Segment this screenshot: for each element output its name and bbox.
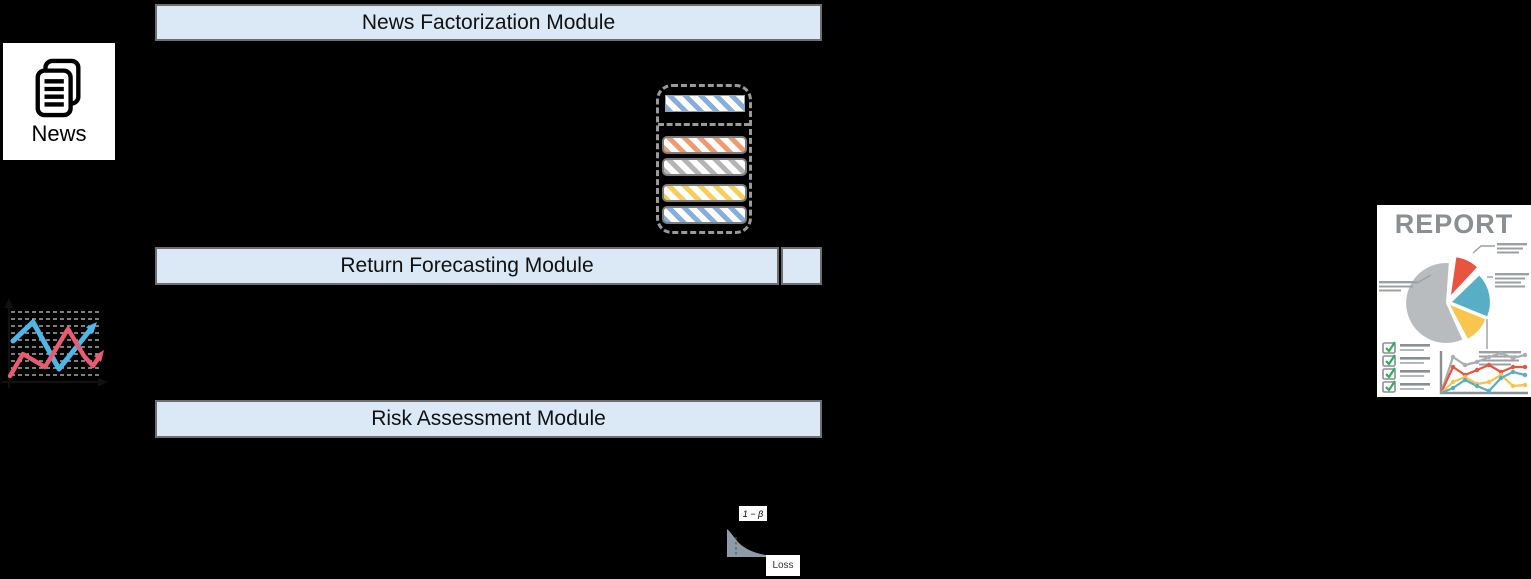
report-checklist	[1382, 341, 1430, 393]
risk-assessment-module-bar: Risk Assessment Module	[155, 400, 822, 438]
factor-bar-gray	[662, 158, 747, 176]
risk-assessment-module-label: Risk Assessment Module	[371, 407, 606, 430]
report-callouts	[1379, 243, 1529, 366]
stack-divider	[658, 123, 750, 126]
loss-axis-label: Loss	[766, 555, 800, 576]
return-module-side-cell	[781, 247, 822, 285]
report-graphic: REPORT	[1377, 205, 1531, 397]
report-infographic	[1379, 243, 1529, 395]
feature-stack-container	[656, 84, 752, 234]
news-input-card: News	[3, 43, 115, 160]
news-factorization-module-bar: News Factorization Module	[155, 4, 822, 41]
return-forecasting-module-label: Return Forecasting Module	[340, 254, 594, 277]
report-title: REPORT	[1394, 209, 1514, 239]
news-input-label: News	[31, 121, 87, 146]
return-forecasting-module-bar: Return Forecasting Module	[155, 247, 779, 285]
report-line-chart	[1439, 350, 1528, 395]
loss-distribution-curve	[727, 529, 778, 557]
factor-bar-yellow	[662, 184, 747, 202]
news-factorization-module-label: News Factorization Module	[361, 10, 616, 34]
beta-confidence-label: 1 − β	[739, 506, 767, 521]
news-documents-icon	[35, 58, 81, 118]
stock-price-chart-icon	[2, 298, 108, 388]
factor-bar-orange	[662, 136, 747, 154]
report-pie-chart	[1406, 257, 1490, 344]
factor-bar-blue	[662, 206, 747, 224]
news-feature-bar	[665, 95, 745, 112]
